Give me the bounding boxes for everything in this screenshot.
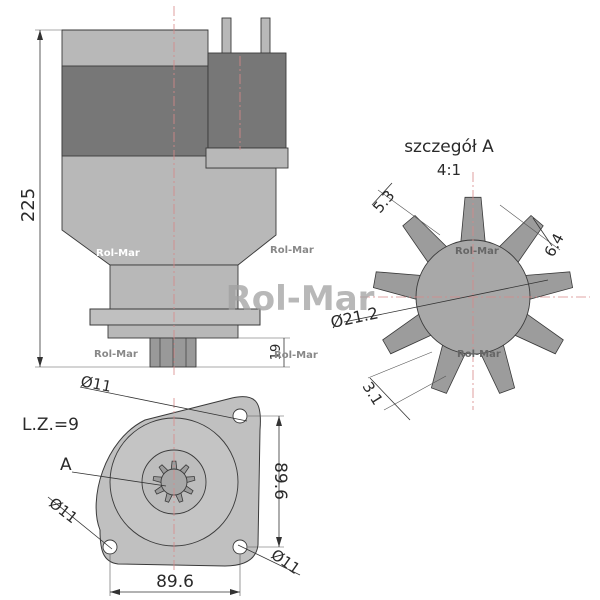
watermark-small: Rol-Mar [274, 350, 318, 361]
watermark-large: Rol-Mar [226, 279, 375, 319]
terminal-pin-right [260, 17, 271, 55]
watermark-small: Rol-Mar [455, 246, 499, 257]
housing-band [61, 65, 209, 157]
detail-ref-label: A [60, 455, 72, 475]
mount-hole-right [232, 539, 248, 555]
dim-31-label: 3.1 [359, 379, 387, 409]
dim-53-label: 5.3 [369, 187, 398, 217]
pinion-gear-small [152, 460, 196, 503]
height-896-label: 89.6 [270, 462, 290, 500]
flange-lower [107, 324, 239, 339]
watermark-small: Rol-Mar [94, 349, 138, 360]
watermark-small: Rol-Mar [96, 248, 140, 259]
watermarks: Rol-Mar Rol-Mar Rol-Mar Rol-Mar Rol-Mar … [94, 245, 501, 361]
watermark-small: Rol-Mar [457, 349, 501, 360]
gear-tooth [372, 271, 422, 301]
bottom-view: Ø11 Ø11 Ø11 L.Z.=9 A 89.6 89.6 [22, 372, 303, 596]
solenoid-base [205, 147, 289, 169]
hole-top-label: Ø11 [79, 372, 113, 396]
width-896-label: 89.6 [156, 572, 194, 592]
tooth-count-label: L.Z.=9 [22, 415, 79, 435]
mount-hole-top [232, 408, 248, 424]
hole-right-label: Ø11 [268, 546, 304, 578]
solenoid [207, 52, 287, 149]
detail-scale: 4:1 [437, 161, 461, 179]
dim-225-label: 225 [18, 188, 39, 222]
side-view: 225 19 [18, 6, 290, 375]
watermark-small: Rol-Mar [270, 245, 314, 256]
dim-19-label: 19 [269, 344, 284, 361]
detail-title: szczegół A [404, 137, 494, 157]
gear-tooth [524, 271, 574, 301]
terminal-pin-left [221, 17, 232, 55]
detail-a-view: szczegół A 4:1 Ø21.2 5.3 6.4 3.1 [329, 137, 590, 421]
